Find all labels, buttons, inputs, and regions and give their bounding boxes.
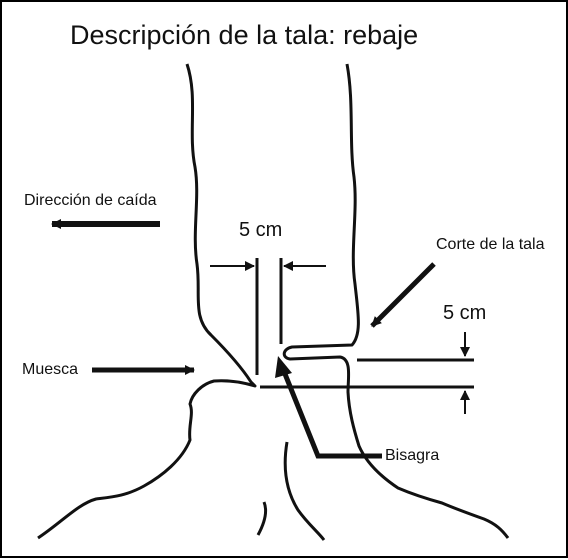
hinge-pointer-arrowhead [275,356,292,378]
notch-label: Muesca [22,361,79,378]
hinge-pointer-leader [280,368,382,459]
root-lower [256,501,268,536]
hinge-label: Bisagra [385,447,440,464]
root-center [283,441,326,541]
hinge-width-label: 5 cm [239,219,283,241]
felling-cut-pointer-arrow [370,262,436,328]
step-height-label: 5 cm [443,302,487,324]
felling-cut-label: Corte de la tala [436,236,545,253]
trunk-left-outline [37,63,257,540]
trunk-right-outline [282,63,510,539]
diagram-title: Descripción de la tala: rebaje [70,20,419,50]
direction-label: Dirección de caída [24,192,157,209]
